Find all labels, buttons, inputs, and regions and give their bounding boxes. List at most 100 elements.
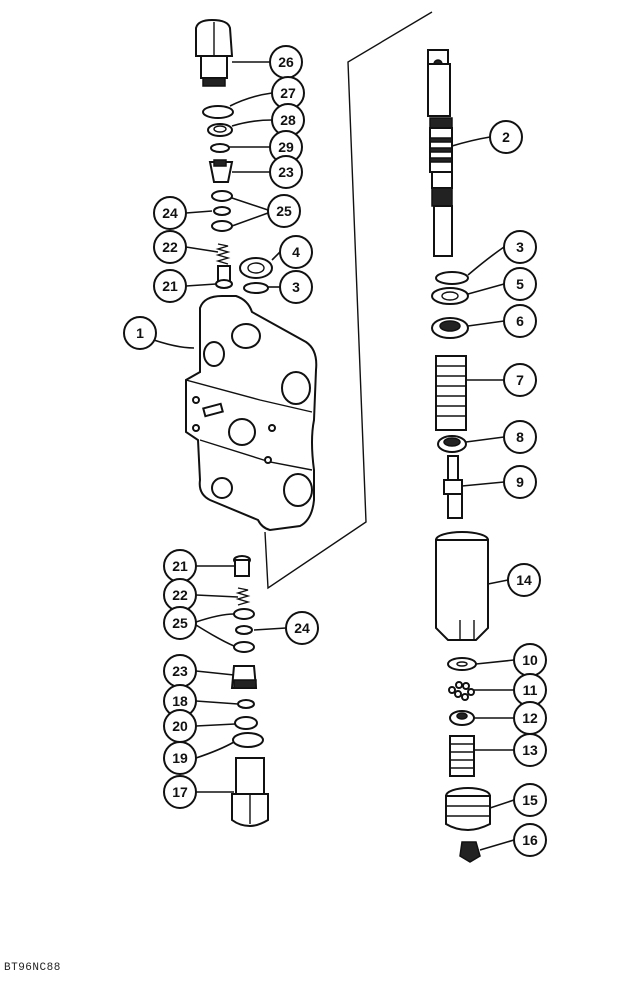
part-24-ring-lower [235,625,253,635]
callout-3-right: 3 [503,230,537,264]
callout-8: 8 [503,420,537,454]
part-2-spool [427,49,453,257]
part-4-seal [239,257,273,279]
part-6-spring-seat [431,317,469,339]
svg-text:2: 2 [502,129,510,145]
callout-2: 2 [489,120,523,154]
svg-text:17: 17 [172,784,188,800]
part-26-plug [195,18,234,87]
svg-text:27: 27 [280,85,296,101]
callout-24-lower: 24 [285,611,319,645]
callout-14: 14 [507,563,541,597]
part-29-o-ring [210,143,230,153]
svg-text:25: 25 [276,203,292,219]
part-22-spring-upper [215,243,231,265]
svg-text:3: 3 [292,279,300,295]
part-8-spring-seat [437,435,467,453]
callout-3-left: 3 [279,270,313,304]
part-11-balls [448,681,475,701]
svg-text:16: 16 [522,832,538,848]
part-22-spring-lower [235,587,251,606]
svg-text:13: 13 [522,742,538,758]
svg-text:1: 1 [136,325,144,341]
svg-text:28: 28 [280,112,296,128]
svg-text:9: 9 [516,474,524,490]
callout-27: 27 [271,76,305,110]
callout-17: 17 [163,775,197,809]
callout-24-upper: 24 [153,196,187,230]
part-23-lower-poppet [230,665,258,689]
part-10-washer [447,657,477,671]
part-5-washer [431,287,469,305]
svg-text:29: 29 [278,139,294,155]
svg-text:18: 18 [172,693,188,709]
callout-12: 12 [513,701,547,735]
callout-21-upper: 21 [153,269,187,303]
callout-7: 7 [503,363,537,397]
svg-text:24: 24 [162,205,178,221]
part-25-ring-lower-a [233,608,255,620]
part-18-o-ring [237,699,255,709]
svg-text:11: 11 [523,682,538,698]
part-24-ring-upper [213,206,231,216]
part-9-bolt [443,455,463,519]
svg-text:23: 23 [278,164,294,180]
part-25-ring-lower [211,220,233,232]
callout-23-upper: 23 [269,155,303,189]
svg-text:7: 7 [516,372,524,388]
callout-10: 10 [513,643,547,677]
part-27-snap-ring [202,105,234,119]
svg-text:4: 4 [292,244,300,260]
svg-text:21: 21 [162,278,178,294]
svg-text:14: 14 [516,572,532,588]
callout-21-lower: 21 [163,549,197,583]
callout-9: 9 [503,465,537,499]
svg-text:15: 15 [522,792,538,808]
part-14-spool-cap [435,531,489,641]
part-23-upper-poppet [208,159,234,183]
part-25-ring-lower-b [233,641,255,653]
part-21-plunger-lower [233,555,251,577]
assembly-guide-line [264,11,433,590]
part-3-o-ring-left [243,282,269,294]
callout-19: 19 [163,741,197,775]
part-3-o-ring-right [435,271,469,285]
callout-13: 13 [513,733,547,767]
callout-20: 20 [163,709,197,743]
part-13-detent-spring [449,735,475,777]
svg-text:20: 20 [172,718,188,734]
svg-text:22: 22 [172,587,188,603]
svg-text:21: 21 [172,558,188,574]
callout-25-lower: 25 [163,606,197,640]
callout-4: 4 [279,235,313,269]
svg-text:25: 25 [172,615,188,631]
part-20-backup-ring [234,716,258,730]
figure-code: BT96NC88 [4,962,61,974]
part-12-detent-collar [449,710,475,726]
part-21-plunger-upper [215,265,233,289]
part-15-end-cap [445,787,491,832]
callout-15: 15 [513,783,547,817]
svg-text:3: 3 [516,239,524,255]
svg-text:5: 5 [516,276,524,292]
svg-text:6: 6 [516,313,524,329]
callout-5: 5 [503,267,537,301]
svg-text:19: 19 [172,750,188,766]
svg-text:22: 22 [162,239,178,255]
svg-text:10: 10 [522,652,538,668]
callout-25-upper: 25 [267,194,301,228]
callout-26: 26 [269,45,303,79]
svg-text:12: 12 [522,710,538,726]
part-1-valve-body [185,295,318,532]
svg-text:8: 8 [516,429,524,445]
callout-28: 28 [271,103,305,137]
callout-1: 1 [123,316,157,350]
svg-text:24: 24 [294,620,310,636]
part-16-screw [459,841,481,863]
callout-16: 16 [513,823,547,857]
part-17-cartridge-body [231,757,269,828]
part-25-ring-upper [211,190,233,202]
leader-lines [147,61,515,851]
svg-text:26: 26 [278,54,294,70]
